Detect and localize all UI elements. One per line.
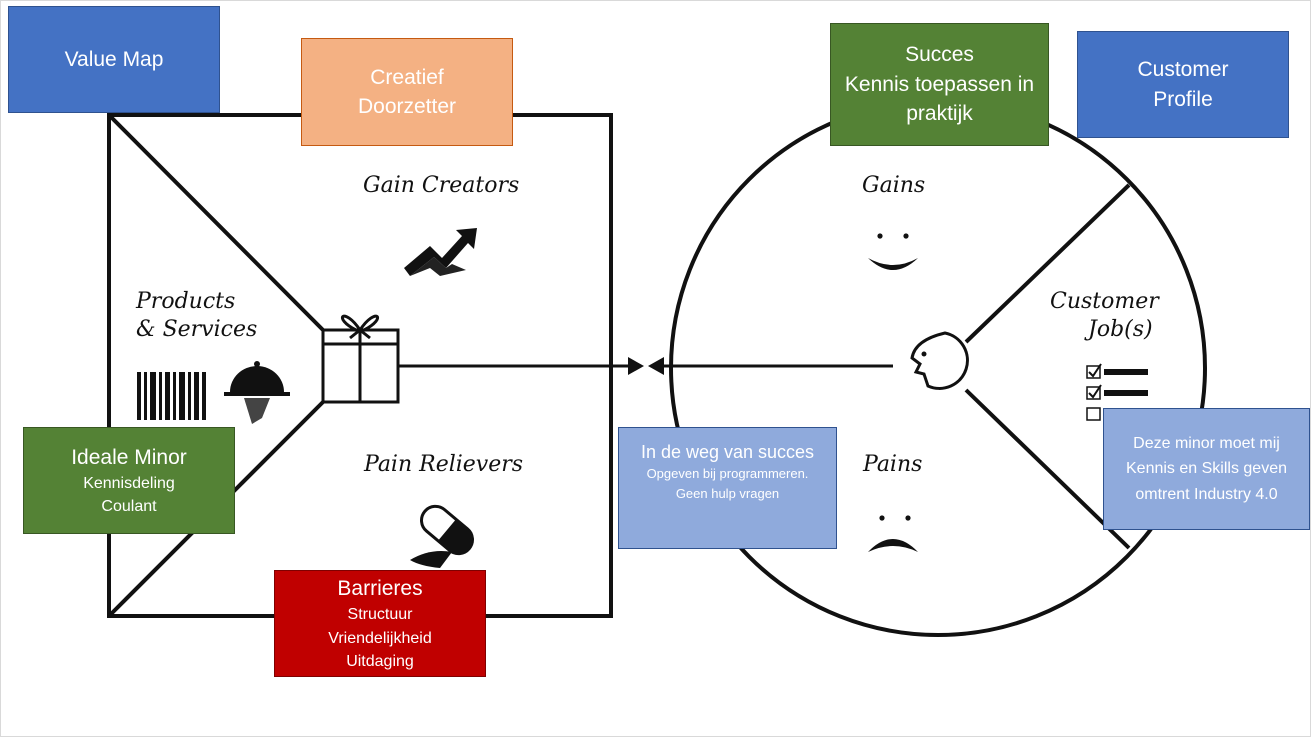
value-map-title: Value Map: [64, 47, 164, 71]
barrieres-line3: Uitdaging: [346, 652, 414, 670]
customer-jobs-label-line2: Job(s): [1084, 317, 1153, 342]
deze-minor-line1: Deze minor moet mij: [1133, 434, 1280, 452]
ideale-minor-line2: Coulant: [101, 498, 157, 516]
succes-line1: Succes: [905, 43, 974, 67]
pain-relievers-label: Pain Relievers: [363, 452, 523, 477]
creatief-note: Creatief Doorzetter: [301, 38, 513, 146]
customer-jobs-label-line1: Customer: [1050, 289, 1160, 314]
ideale-minor-title: Ideale Minor: [71, 445, 187, 469]
head-profile-icon: [910, 331, 969, 390]
ideale-minor-line1: Kennisdeling: [83, 475, 175, 492]
weg-van-succes-title: In de weg van succes: [640, 442, 815, 462]
weg-van-succes-note: In de weg van succes Opgeven bij program…: [618, 427, 837, 549]
creatief-line1: Creatief: [370, 65, 444, 89]
customer-profile-note: Customer Profile: [1077, 31, 1289, 138]
barcode-icon: [137, 372, 206, 420]
deze-minor-line3: omtrent Industry 4.0: [1135, 485, 1278, 503]
checklist-icon: [1086, 363, 1148, 421]
rising-chart-arrow-icon: [404, 228, 477, 276]
gains-label: Gains: [862, 173, 925, 198]
frown-face-icon: [868, 515, 918, 552]
barrieres-line2: Vriendelijkheid: [328, 629, 432, 647]
customer-profile-line2: Profile: [1153, 87, 1213, 111]
barrieres-note: Barrieres Structuur Vriendelijkheid Uitd…: [274, 570, 486, 677]
smile-face-icon: [868, 233, 918, 270]
gift-icon: [321, 314, 400, 404]
pill-icon: [410, 504, 474, 568]
barrieres-title: Barrieres: [337, 577, 423, 601]
products-label-line1: Products: [135, 289, 235, 314]
deze-minor-line2: Kennis en Skills geven: [1126, 460, 1287, 478]
weg-van-succes-line1: Opgeven bij programmeren.: [646, 466, 809, 482]
succes-line3: praktijk: [906, 102, 973, 126]
barrieres-line1: Structuur: [347, 606, 413, 624]
creatief-line2: Doorzetter: [357, 95, 457, 118]
cloche-icon: [224, 361, 290, 424]
value-map-note: Value Map: [8, 6, 220, 113]
pains-label: Pains: [862, 452, 922, 477]
fit-connector: [398, 357, 893, 375]
deze-minor-note: Deze minor moet mij Kennis en Skills gev…: [1103, 408, 1310, 530]
customer-profile-line1: Customer: [1137, 58, 1229, 82]
gain-creators-label: Gain Creators: [363, 173, 519, 198]
weg-van-succes-line2: Geen hulp vragen: [675, 486, 780, 502]
succes-note: Succes Kennis toepassen in praktijk: [830, 23, 1049, 146]
succes-line2: Kennis toepassen in: [844, 72, 1035, 96]
products-label-line2: & Services: [136, 317, 257, 342]
ideale-minor-note: Ideale Minor Kennisdeling Coulant: [23, 427, 235, 534]
